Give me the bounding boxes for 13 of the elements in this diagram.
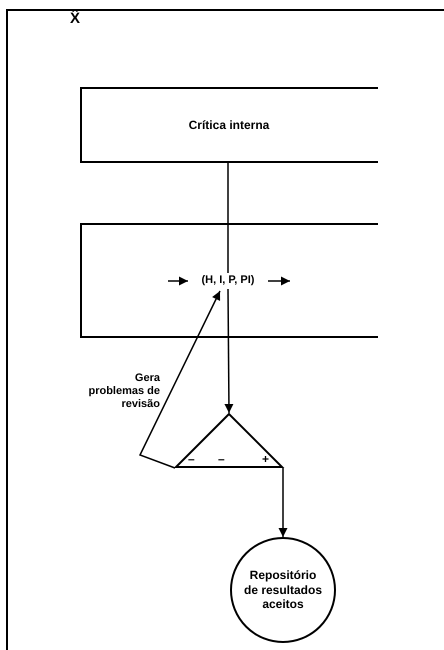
- node-label: Crítica interna: [188, 118, 270, 132]
- node-label: Repositório de resultados aceitos: [243, 568, 323, 612]
- arrow: [268, 276, 290, 286]
- variable-label: (H, I, P, PI): [202, 274, 254, 288]
- arrow: [224, 289, 234, 413]
- arrow: [278, 468, 288, 537]
- edge-label: Gera problemas de revisão: [88, 372, 160, 412]
- sign-label: –: [188, 452, 195, 466]
- arrow: [138, 290, 221, 469]
- arrow: [168, 276, 188, 286]
- sign-label: +: [262, 452, 270, 466]
- sign-label: –: [218, 452, 225, 466]
- connector-line: [227, 163, 229, 273]
